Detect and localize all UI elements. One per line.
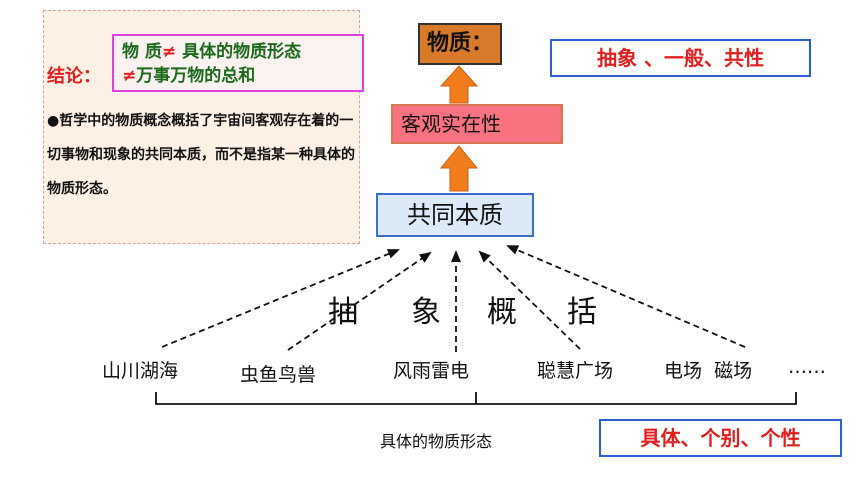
- concrete-forms-caption: 具体的物质形态: [380, 432, 493, 451]
- formula-all-things: 万事万物的总和: [136, 66, 256, 86]
- not-equal-symbol-2: ≠: [122, 66, 137, 86]
- abstract-general-label: 抽象 、一般、共性: [550, 39, 811, 77]
- formula-line-2: ≠万事万物的总和: [122, 64, 354, 88]
- up-arrow-to-objective: [439, 145, 479, 192]
- conclusion-paragraph: ●哲学中的物质概念概括了宇宙间客观存在着的一切事物和现象的共同本质，而不是指某一…: [47, 113, 355, 197]
- arrow-square: [478, 250, 581, 350]
- formula-concrete-forms: 具体的物质形态: [176, 42, 302, 62]
- formula-line-1: 物 质≠ 具体的物质形态: [122, 40, 354, 64]
- item-weather: 风雨雷电: [393, 360, 470, 382]
- concrete-individual-label: 具体、个别、个性: [599, 419, 842, 457]
- abstraction-char-2: 象: [411, 295, 441, 330]
- matter-box: 物质：: [418, 23, 502, 65]
- abstraction-char-3: 概: [487, 295, 517, 330]
- conclusion-formula: 物 质≠ 具体的物质形态 ≠万事万物的总和: [112, 34, 364, 92]
- abstraction-char-4: 括: [567, 295, 597, 330]
- objective-reality-box: 客观实在性: [391, 104, 563, 144]
- conclusion-label: 结论：: [47, 66, 101, 87]
- not-equal-symbol: ≠: [161, 42, 177, 62]
- arrow-creatures: [287, 251, 432, 351]
- formula-subject: 物 质: [122, 42, 162, 62]
- bracket: [155, 392, 797, 405]
- item-ellipsis: ……: [788, 356, 826, 378]
- common-essence-box: 共同本质: [376, 193, 534, 237]
- item-fields: 电场 磁场: [664, 360, 753, 382]
- item-mountains-rivers: 山川湖海: [102, 360, 179, 382]
- item-square: 聪慧广场: [537, 360, 614, 382]
- up-arrow-to-matter: [439, 65, 479, 104]
- item-creatures: 虫鱼鸟兽: [240, 364, 317, 386]
- abstraction-char-1: 抽: [328, 295, 358, 330]
- arrow-fields: [506, 245, 746, 348]
- arrow-mountains: [161, 249, 400, 348]
